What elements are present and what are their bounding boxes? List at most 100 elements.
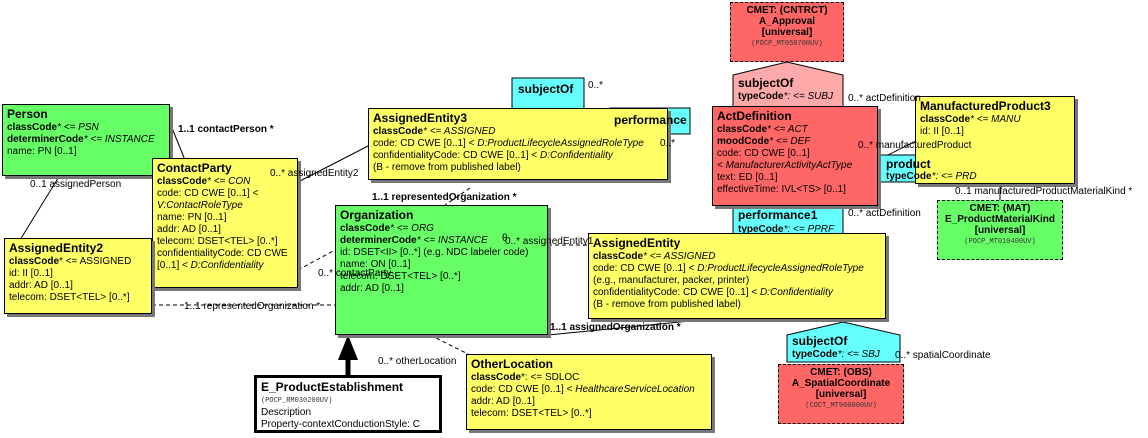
attr-line: text: ED [0..1] (717, 172, 778, 183)
type-code-value: *: <= PPRF (783, 224, 835, 235)
act-definition-class[interactable]: ActDefinition classCode* <= ACT moodCode… (712, 106, 878, 206)
attr-name: classCode (157, 176, 208, 187)
cmet-scope: [universal] (815, 389, 867, 400)
cmet-label: CMET: (MAT) (969, 203, 1031, 214)
attr-line: telecom: DSET<TEL> [0..*] (340, 271, 461, 282)
attr-line: id: II [0..1] (920, 126, 964, 137)
performance-top-label[interactable]: performance (614, 113, 687, 127)
organization-class[interactable]: Organization classCode* <= ORG determine… (335, 205, 548, 335)
performance1-label[interactable]: performance1 (738, 208, 818, 222)
attr-name: moodCode (717, 136, 770, 147)
attr-name: classCode (9, 256, 60, 267)
attr-line: code: CD CWE [0..1] (717, 148, 810, 159)
attr-value: * <= DEF (769, 136, 811, 147)
attr-name: classCode (471, 372, 522, 383)
attr-vocab: D:Confidentiality (760, 287, 833, 298)
attr-value: * <= ASSIGNED (59, 256, 132, 267)
other-location-class[interactable]: OtherLocation classCode*: <= SDLOC code:… (466, 354, 712, 430)
assoc-represented-org-top: 1..1 representedOrganization * (372, 192, 517, 203)
subjectof-ae-label[interactable]: subjectOf (792, 334, 848, 348)
class-title: OtherLocation (471, 357, 554, 371)
type-code-label: typeCode (792, 349, 838, 360)
attr-name: determinerCode (7, 134, 84, 145)
attr-line: Description (261, 407, 312, 418)
attr-note: (B - remove from published label) (593, 299, 741, 310)
attr-line: code: CD CWE [0..1] < (593, 263, 698, 274)
attr-line: id: II [0..1] (9, 268, 53, 279)
attr-vocab: D:Confidentiality (190, 260, 264, 271)
cmet-label: CMET: (CNTRCT) (746, 5, 828, 16)
assoc-assigned-entity1: 0..* assignedEntity1 (505, 236, 594, 247)
attr-name: classCode (7, 122, 58, 133)
attr-vocab: D:ProductLifecycleAssignedRoleType (477, 138, 644, 149)
contact-party-class[interactable]: ContactParty classCode* <= CON code: CD … (152, 158, 298, 288)
assoc-spatial: 0..* spatialCoordinate (895, 350, 991, 361)
cmet-spatial-coordinate[interactable]: CMET: (OBS) A_SpatialCoordinate [univers… (778, 364, 904, 424)
attr-name: classCode (340, 223, 391, 234)
assoc-assigned-entity2: 0..* assignedEntity2 (270, 168, 359, 179)
theta-symbol: θ (502, 233, 508, 244)
class-title: ContactParty (157, 161, 232, 175)
assoc-other-location: 0..* otherLocation (378, 356, 457, 367)
product-label[interactable]: product (886, 157, 931, 171)
attr-note: (B - remove from published label) (373, 162, 521, 173)
assoc-material-kind: 0..1 manufacturedProductMaterialKind * (955, 186, 1133, 197)
assoc-act-def-top: 0..* actDefinition (848, 93, 921, 104)
assoc-subjectof-mult: 0..* (588, 80, 604, 91)
attr-name: classCode (717, 124, 768, 135)
assoc-contact-party: 0..* contactParty (318, 268, 392, 279)
class-title: AssignedEntity (593, 236, 681, 250)
cmet-scope: [universal] (761, 27, 813, 38)
attr-line: code: CD CWE [0..1] < (471, 384, 576, 395)
assoc-performance-mult: 0..* (660, 138, 676, 149)
class-title: ActDefinition (717, 109, 792, 123)
subjectof-top-label[interactable]: subjectOf (518, 82, 574, 96)
attr-name: classCode (593, 251, 644, 262)
attr-line: telecom: DSET<TEL> [0..*] (471, 408, 592, 419)
cmet-material-kind[interactable]: CMET: (MAT) E_ProductMaterialKind [unive… (937, 200, 1063, 260)
cmet-approval[interactable]: CMET: (CNTRCT) A_Approval [universal] (P… (730, 2, 844, 62)
attr-vocab: < ManufacturerActivityActType (717, 160, 853, 171)
assigned-entity2-class[interactable]: AssignedEntity2 classCode* <= ASSIGNED i… (4, 238, 152, 314)
cmet-id: (POCP_MT010400UV) (964, 238, 1036, 246)
attr-value: * <= ASSIGNED (423, 126, 496, 137)
assigned-entity3-class[interactable]: AssignedEntity3 classCode* <= ASSIGNED c… (368, 108, 668, 180)
type-code-label: typeCode (738, 91, 784, 102)
attr-line: (e.g., manufacturer, packer, printer) (593, 275, 750, 286)
attr-line: addr: AD [0..1] (471, 396, 535, 407)
person-class[interactable]: Person classCode* <= PSN determinerCode*… (2, 104, 170, 176)
class-id: (POCP_RM030200UV) (261, 397, 333, 405)
attr-vocab: HealthcareServiceLocation (575, 384, 695, 395)
product-establishment-class[interactable]: E_ProductEstablishment (POCP_RM030200UV)… (254, 375, 442, 433)
attr-line: name: PN [0..1] (157, 212, 227, 223)
attr-value: * <= ORG (390, 223, 434, 234)
attr-line: telecom: DSET<TEL> [0..*] (157, 236, 278, 247)
attr-line: addr: AD [0..1] (340, 283, 404, 294)
subjectof-act-label[interactable]: subjectOf (738, 76, 794, 90)
cmet-name: A_Approval (758, 16, 816, 27)
assoc-represented-org-bottom: 1..1 representedOrganization * (184, 301, 321, 312)
attr-line: [0..1] < (157, 260, 191, 271)
type-code-label: typeCode (886, 171, 932, 182)
attr-name: classCode (920, 114, 971, 125)
cmet-id: (POCP_MT050700UV) (751, 40, 823, 48)
class-title: AssignedEntity2 (9, 241, 104, 255)
assoc-assigned-person: 0..1 assignedPerson (30, 179, 122, 190)
assoc-contact-person: 1..1 contactPerson * (178, 124, 274, 135)
type-code-value: *: <= SBJ (837, 349, 880, 360)
class-title: AssignedEntity3 (373, 111, 468, 125)
attr-line: effectiveTime: IVL<TS> [0..1] (717, 184, 846, 195)
assoc-manufactured-product: 0..* manufacturedProduct (858, 140, 972, 151)
assigned-entity-class[interactable]: AssignedEntity classCode* <= ASSIGNED co… (588, 233, 886, 319)
attr-line: code: CD CWE [0..1] < (373, 138, 478, 149)
attr-value: * <= INSTANCE (416, 235, 488, 246)
manufactured-product3-class[interactable]: ManufacturedProduct3 classCode* <= MANU … (915, 96, 1075, 184)
type-code-value: *: <= PRD (931, 171, 977, 182)
attr-value: * <= ACT (767, 124, 808, 135)
cmet-name: A_SpatialCoordinate (791, 378, 891, 389)
attr-vocab: V:ContactRoleType (157, 200, 243, 211)
attr-vocab: D:ProductLifecycleAssignedRoleType (697, 263, 864, 274)
attr-line: addr: AD [0..1] (9, 280, 73, 291)
attr-line: id: DSET<II> [0..*] (e.g. NDC labeler co… (340, 247, 529, 258)
attr-value: * <= INSTANCE (83, 134, 155, 145)
